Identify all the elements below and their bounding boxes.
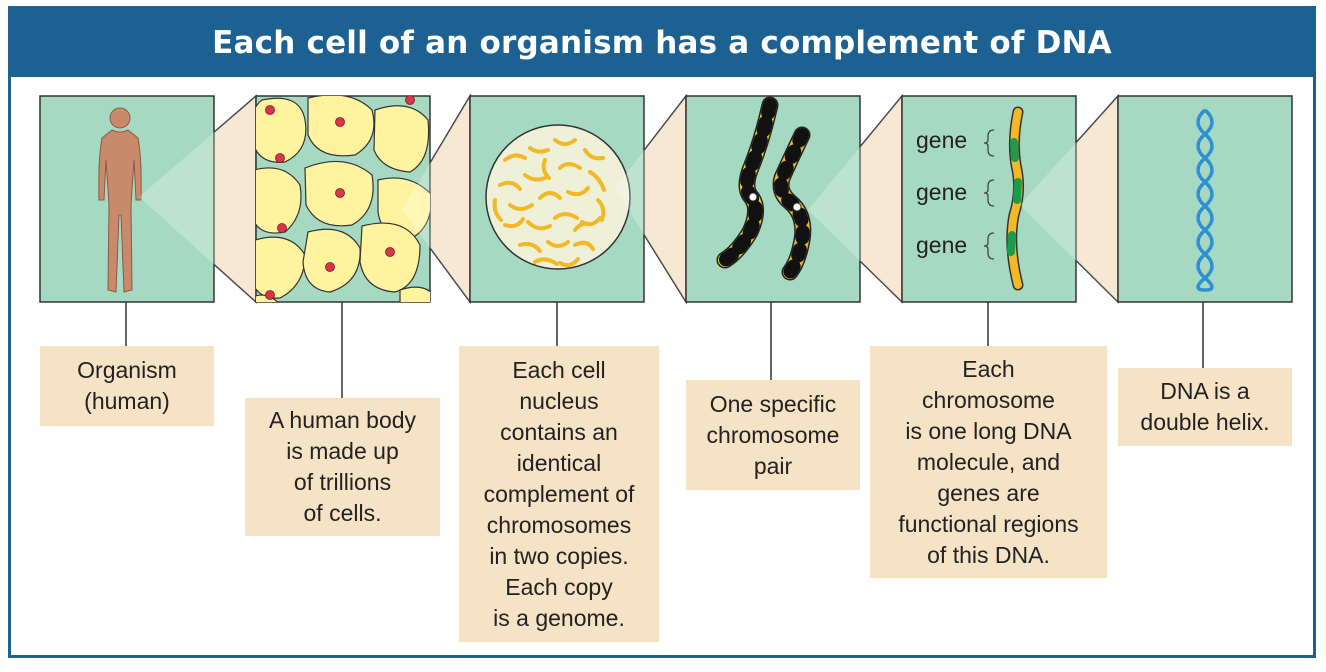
caption-line: complement of (483, 480, 635, 507)
caption-dna: DNA is a double helix. (1118, 368, 1292, 446)
caption-line: nucleus (519, 387, 599, 414)
chromosome-pair-icon (716, 96, 812, 281)
connector-lines (125, 302, 1204, 398)
panel-cells (255, 95, 470, 303)
caption-line: Each cell (512, 356, 606, 383)
diagram-title: Each cell of an organism has a complemen… (212, 25, 1112, 61)
caption-line: in two copies. (489, 542, 629, 569)
caption-line: is made up (286, 438, 399, 464)
panel-dna (1117, 95, 1293, 303)
panel-organism (39, 95, 256, 303)
gene-braces (983, 129, 995, 260)
gene-label: gene (916, 179, 968, 205)
caption-line: is one long DNA (905, 417, 1072, 444)
caption-line: (human) (84, 388, 170, 414)
caption-line: genes are (937, 479, 1040, 506)
nucleus-icon (485, 124, 631, 270)
caption-line: DNA is a (1160, 378, 1250, 404)
caption-line: One specific (709, 390, 837, 417)
caption-line: of cells. (303, 500, 382, 526)
caption-line: chromosome (706, 421, 840, 448)
caption-line: Organism (77, 357, 177, 383)
caption-cells: A human body is made up of trillions of … (245, 398, 440, 536)
double-helix-icon (1196, 108, 1214, 292)
gene-label: gene (916, 232, 968, 258)
panel-chromosome-pair (685, 95, 902, 303)
caption-line: A human body (268, 407, 417, 433)
diagram-frame: Each cell of an organism has a complemen… (8, 6, 1316, 658)
caption-line: Each copy (505, 573, 613, 600)
caption-line: of trillions (293, 469, 392, 495)
cell-cluster-icon (256, 96, 430, 302)
caption-organism: Organism (human) (40, 346, 214, 426)
caption-genes: Each chromosome is one long DNA molecule… (870, 346, 1107, 578)
caption-nucleus: Each cell nucleus contains an identical … (459, 346, 659, 642)
caption-line: chromosomes (486, 511, 632, 538)
gene-label: gene (916, 127, 968, 153)
caption-line: of this DNA. (927, 541, 1050, 568)
caption-line: double helix. (1140, 409, 1270, 435)
panel-genes (901, 95, 1118, 303)
caption-line: chromosome (922, 386, 1055, 413)
caption-chromosome-pair: One specific chromosome pair (686, 380, 860, 490)
caption-line: is a genome. (493, 604, 625, 631)
title-bar: Each cell of an organism has a complemen… (11, 9, 1313, 77)
caption-line: contains an (500, 418, 618, 445)
caption-line: pair (753, 452, 793, 479)
human-figure-icon (98, 107, 142, 293)
caption-line: Each (962, 355, 1015, 382)
caption-line: functional regions (898, 510, 1079, 537)
caption-line: identical (516, 449, 602, 476)
chromosome-genes-icon (1006, 106, 1025, 291)
panel-nucleus (469, 95, 686, 303)
caption-line: molecule, and (916, 448, 1061, 475)
